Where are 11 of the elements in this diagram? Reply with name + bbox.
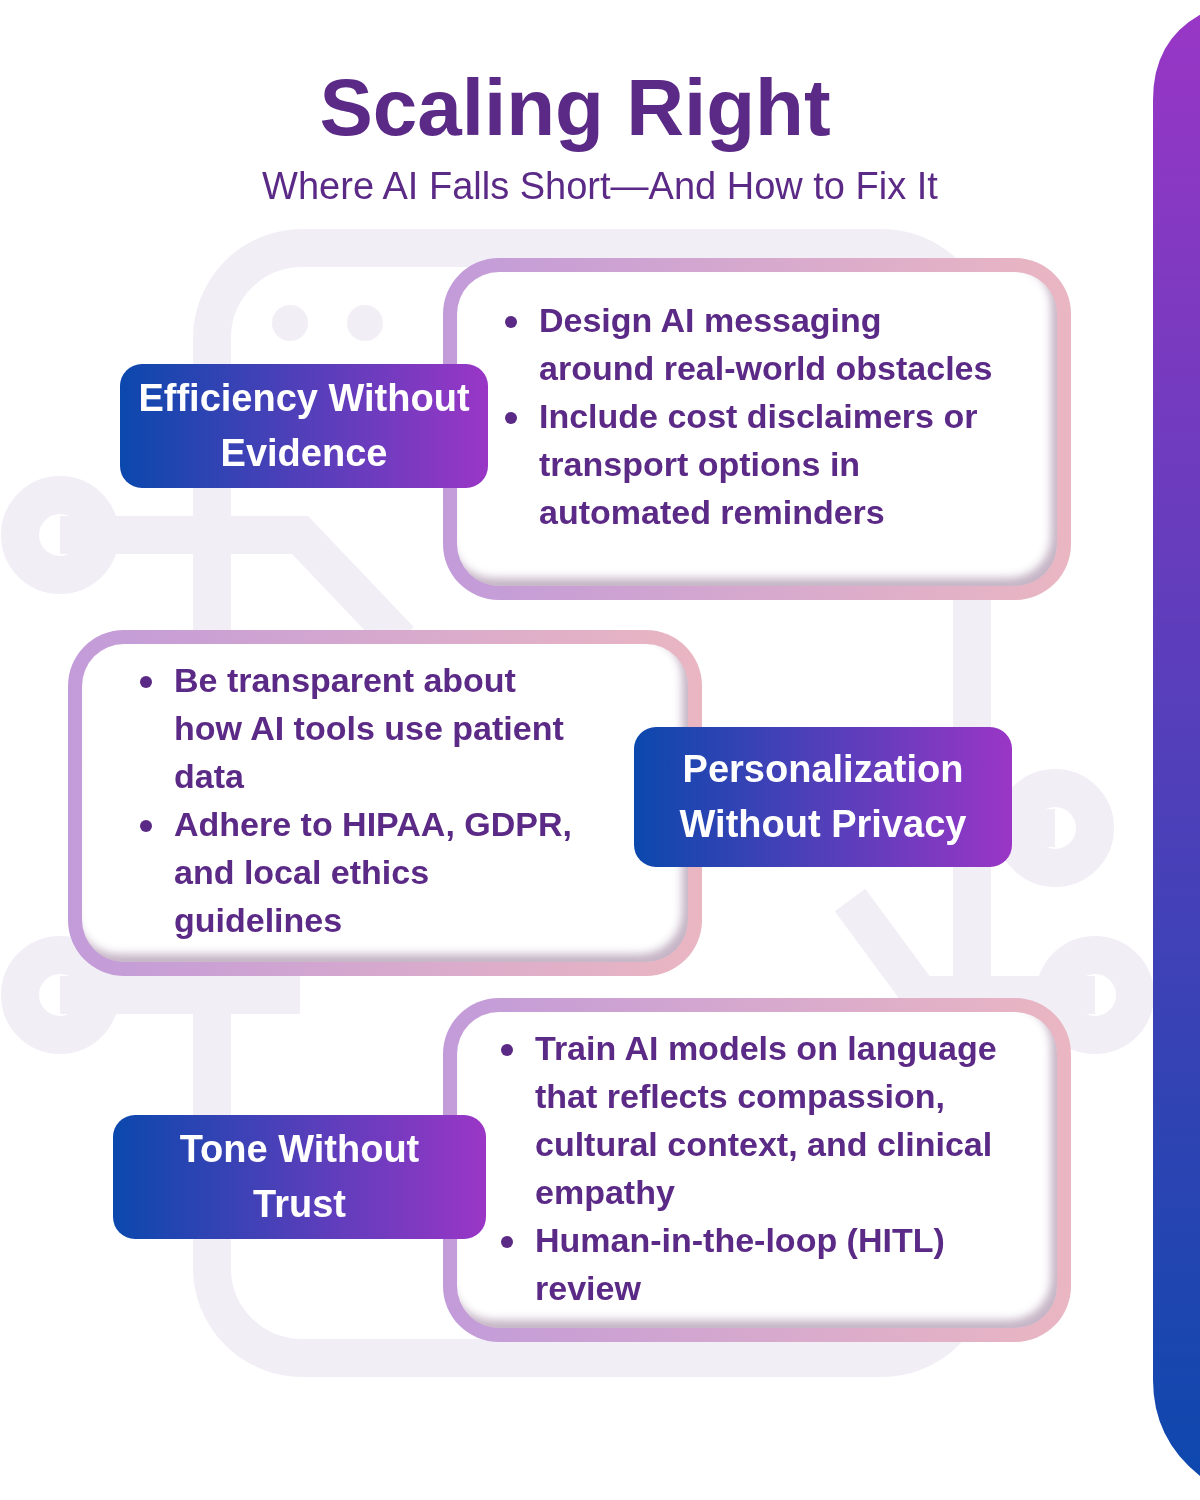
bullet-item: Design AI messaging around real-world obstacles [505, 296, 1005, 392]
bullet-item: Human-in-the-loop (HITL) review [501, 1216, 1041, 1312]
bullet-item: Train AI models on language that reflects compassion, cultural context, and clinical empathy [501, 1024, 1041, 1216]
bullet-item: Be transparent about how AI tools use patient data [140, 656, 590, 800]
topic-label: Tone Without Trust [113, 1115, 486, 1239]
topic-label: Efficiency Without Evidence [120, 364, 488, 488]
topic-label: Personalization Without Privacy [634, 727, 1012, 867]
bullet-item: Include cost disclaimers or transport options in automated reminders [505, 392, 1005, 536]
title: Scaling Right [318, 62, 832, 154]
subtitle: Where AI Falls Short—And How to Fix It [261, 165, 939, 208]
bullet-item: Adhere to HIPAA, GDPR, and local ethics guidelines [140, 800, 590, 944]
